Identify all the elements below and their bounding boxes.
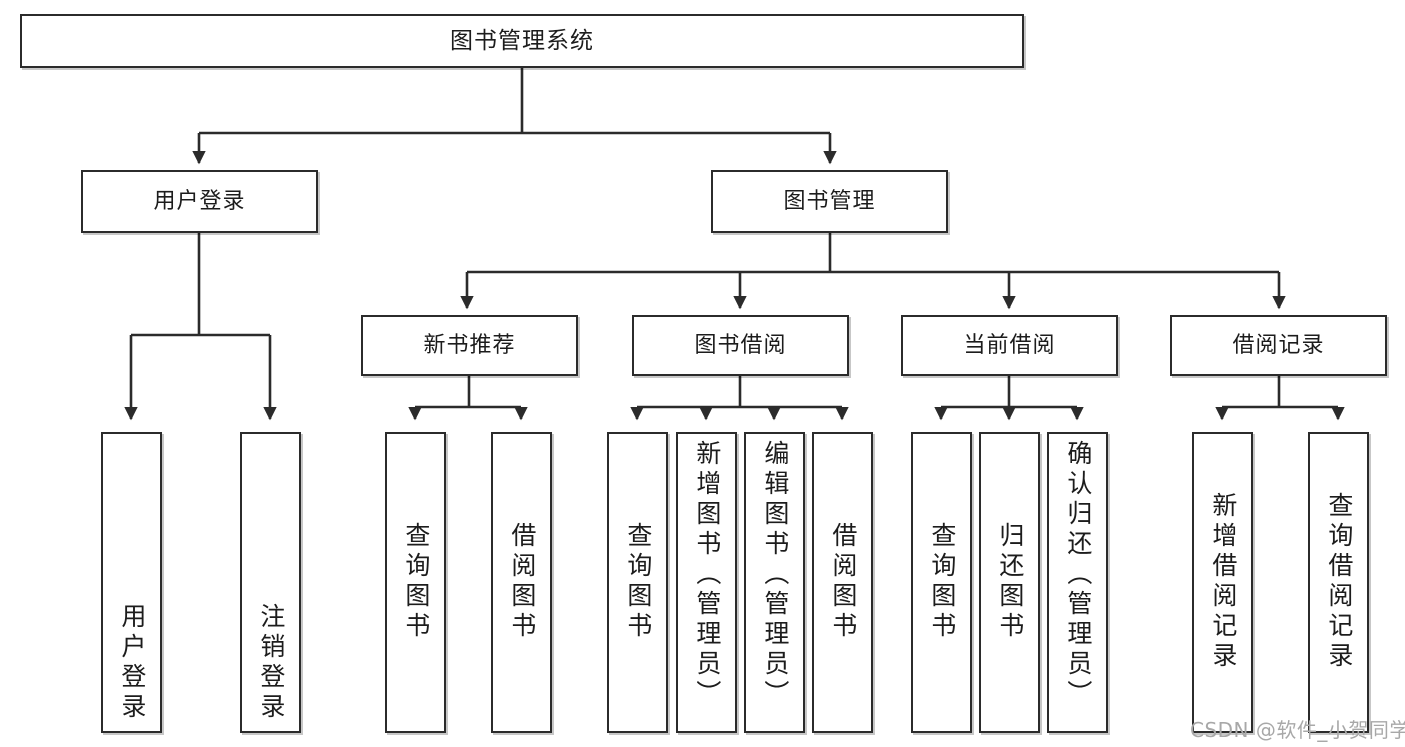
node-root[interactable]: 图书管理系统 [20, 14, 1024, 68]
leaf-user-login-login[interactable]: 用户登录 [101, 432, 162, 733]
leaf-current-borrow-confirm-label: 确认归还（管理员） [1063, 440, 1093, 710]
leaf-book-borrow-edit[interactable]: 编辑图书（管理员） [744, 432, 805, 733]
leaf-new-book-query-label: 查询图书 [401, 521, 431, 642]
leaf-book-borrow-add-label: 新增图书（管理员） [692, 440, 722, 710]
node-new-book-recommend[interactable]: 新书推荐 [361, 315, 578, 376]
leaf-current-borrow-return-label: 归还图书 [995, 521, 1025, 642]
node-root-label: 图书管理系统 [450, 27, 594, 54]
leaf-book-borrow-borrow-label: 借阅图书 [828, 521, 858, 642]
leaf-book-borrow-borrow[interactable]: 借阅图书 [812, 432, 873, 733]
node-book-management-label: 图书管理 [783, 188, 876, 214]
node-borrow-record-label: 借阅记录 [1232, 332, 1325, 358]
leaf-new-book-borrow[interactable]: 借阅图书 [491, 432, 552, 733]
leaf-book-borrow-query-label: 查询图书 [623, 521, 653, 642]
leaf-user-login-login-label: 用户登录 [117, 603, 147, 723]
leaf-current-borrow-return[interactable]: 归还图书 [979, 432, 1040, 733]
node-book-management[interactable]: 图书管理 [711, 170, 948, 233]
leaf-user-login-logout-label: 注销登录 [256, 603, 286, 723]
node-current-borrow[interactable]: 当前借阅 [901, 315, 1118, 376]
leaf-book-borrow-add[interactable]: 新增图书（管理员） [676, 432, 737, 733]
leaf-new-book-query[interactable]: 查询图书 [385, 432, 446, 733]
watermark: CSDN @软件_小贺同学 [1190, 718, 1405, 742]
leaf-new-book-borrow-label: 借阅图书 [507, 521, 537, 642]
leaf-current-borrow-query[interactable]: 查询图书 [911, 432, 972, 733]
leaf-borrow-record-query-label: 查询借阅记录 [1324, 491, 1354, 672]
node-user-login-label: 用户登录 [153, 188, 246, 214]
node-book-borrow-label: 图书借阅 [694, 332, 787, 358]
node-current-borrow-label: 当前借阅 [963, 332, 1056, 358]
leaf-current-borrow-confirm[interactable]: 确认归还（管理员） [1047, 432, 1108, 733]
node-borrow-record[interactable]: 借阅记录 [1170, 315, 1387, 376]
leaf-borrow-record-add-label: 新增借阅记录 [1208, 491, 1238, 672]
leaf-borrow-record-add[interactable]: 新增借阅记录 [1192, 432, 1253, 733]
node-book-borrow[interactable]: 图书借阅 [632, 315, 849, 376]
node-user-login[interactable]: 用户登录 [81, 170, 318, 233]
node-new-book-recommend-label: 新书推荐 [423, 332, 516, 358]
leaf-current-borrow-query-label: 查询图书 [927, 521, 957, 642]
leaf-book-borrow-query[interactable]: 查询图书 [607, 432, 668, 733]
leaf-borrow-record-query[interactable]: 查询借阅记录 [1308, 432, 1369, 733]
leaf-book-borrow-edit-label: 编辑图书（管理员） [760, 440, 790, 710]
leaf-user-login-logout[interactable]: 注销登录 [240, 432, 301, 733]
